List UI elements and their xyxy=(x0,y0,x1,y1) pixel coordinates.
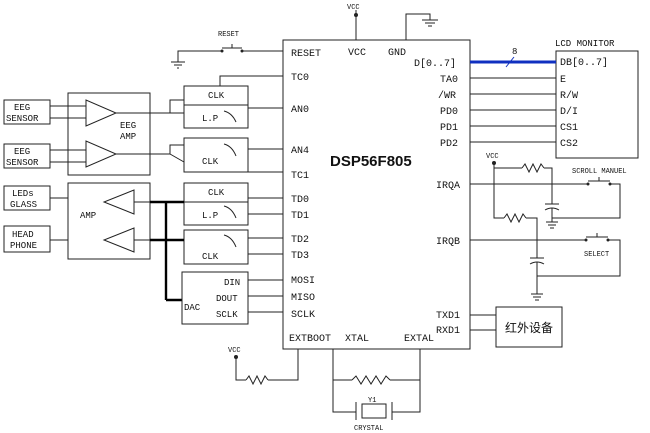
dac-pin-sclk: SCLK xyxy=(216,310,238,320)
reset-button xyxy=(171,44,283,69)
filter-4-clk: CLK xyxy=(202,252,219,262)
irq-circuit xyxy=(470,161,621,301)
uart-wires xyxy=(470,314,496,331)
vcc-irq-label: VCC xyxy=(486,153,499,161)
pin-d0-7: D[0..7] xyxy=(414,58,456,70)
bus-width-label: 8 xyxy=(512,47,517,57)
eeg-sensor-2-line1: EEG xyxy=(14,147,30,157)
lcd-pin-e: E xyxy=(560,75,566,86)
thick-signal-lines xyxy=(150,200,184,302)
extboot-pullup xyxy=(234,349,299,386)
lcd-pin-rw: R/W xyxy=(560,90,578,102)
chip-body xyxy=(282,39,471,350)
lcd-pin-cs2: CS2 xyxy=(560,139,578,150)
eeg-wires xyxy=(50,99,185,163)
dac-box xyxy=(181,271,249,325)
pin-an0: AN0 xyxy=(291,105,309,116)
crystal-name: CRYSTAL xyxy=(354,425,383,433)
infrared-device-box xyxy=(495,306,563,348)
head-phone xyxy=(3,225,51,253)
pin-td2: TD2 xyxy=(291,235,309,246)
reset-button-label: RESET xyxy=(218,31,239,39)
pin-sclk: SCLK xyxy=(291,310,315,321)
data-bus xyxy=(470,56,556,68)
eeg-sensor-1-line2: SENSOR xyxy=(6,114,39,124)
dac-wires xyxy=(248,279,283,313)
eeg-amp-label-1: EEG xyxy=(120,121,136,131)
pin-pd1: PD1 xyxy=(440,123,458,134)
gnd-top-symbol xyxy=(405,13,438,40)
amp-label: AMP xyxy=(80,211,96,221)
crystal-ref: Y1 xyxy=(368,397,376,405)
filter-3-lp: L.P xyxy=(202,211,218,221)
filter-block-1 xyxy=(183,85,249,129)
vcc-extboot-label: VCC xyxy=(228,347,241,355)
lcd-title: LCD MONITOR xyxy=(555,39,615,49)
filter-1-lp: L.P xyxy=(202,114,218,124)
eeg-sensor-2 xyxy=(3,143,51,169)
eeg-amp-box xyxy=(67,92,151,176)
scroll-button-label: SCROLL MANUEL xyxy=(572,168,627,176)
pin-an4: AN4 xyxy=(291,146,309,157)
pin-xtal: XTAL xyxy=(345,334,369,345)
lcd-pin-di: D/I xyxy=(560,106,578,118)
head-phone-line1: HEAD xyxy=(12,230,34,240)
vcc-top-symbol xyxy=(354,10,358,40)
chip-name: DSP56F805 xyxy=(330,153,412,170)
pin-td3: TD3 xyxy=(291,251,309,262)
lcd-control-wires xyxy=(470,77,556,143)
pin-rxd1: RXD1 xyxy=(436,326,460,337)
dac-pin-din: DIN xyxy=(224,278,240,288)
filter-1-clk: CLK xyxy=(208,91,225,101)
lcd-pin-cs1: CS1 xyxy=(560,123,578,134)
pin-tc1: TC1 xyxy=(291,171,309,182)
pin-extal: EXTAL xyxy=(404,334,434,345)
eeg-amp-triangle-1 xyxy=(85,99,118,127)
pin-tc0: TC0 xyxy=(291,73,309,84)
crystal-circuit xyxy=(332,349,421,420)
pin-miso: MISO xyxy=(291,293,315,304)
filter-3-clk: CLK xyxy=(208,188,225,198)
pin-td1: TD1 xyxy=(291,211,309,222)
vcc-top-label: VCC xyxy=(347,4,360,12)
filter-2-clk: CLK xyxy=(202,157,219,167)
pin-pd2: PD2 xyxy=(440,139,458,150)
pin-mosi: MOSI xyxy=(291,276,315,287)
eeg-amp-label-2: AMP xyxy=(120,132,136,142)
pin-td0: TD0 xyxy=(291,195,309,206)
filter-block-4 xyxy=(183,229,249,265)
eeg-sensor-1-line1: EEG xyxy=(14,103,30,113)
dac-pin-dout: DOUT xyxy=(216,294,238,304)
dac-label: DAC xyxy=(184,303,201,313)
head-phone-line2: PHONE xyxy=(10,241,37,251)
pin-extboot: EXTBOOT xyxy=(289,334,331,345)
leds-glass xyxy=(3,185,51,211)
lcd-monitor-box xyxy=(555,50,639,159)
pin-irqb: IRQB xyxy=(436,237,460,248)
filter-block-3 xyxy=(183,182,249,226)
lcd-pin-db: DB[0..7] xyxy=(560,57,608,69)
select-button-label: SELECT xyxy=(584,251,609,259)
pin-wr: /WR xyxy=(438,90,456,102)
filter-to-chip-wires xyxy=(219,75,283,255)
eeg-sensor-1 xyxy=(3,99,51,125)
pin-txd1: TXD1 xyxy=(436,311,460,322)
pin-vcc-top: VCC xyxy=(348,48,366,59)
leds-glass-line1: LEDs xyxy=(12,189,34,199)
pin-reset: RESET xyxy=(291,49,321,60)
amp-box xyxy=(67,182,151,260)
infrared-device-label: 红外设备 xyxy=(505,320,553,335)
eeg-amp-triangle-2 xyxy=(85,140,118,168)
pin-irqa: IRQA xyxy=(436,181,460,192)
pin-pd0: PD0 xyxy=(440,107,458,118)
pin-ta0: TA0 xyxy=(440,75,458,86)
eeg-sensor-2-line2: SENSOR xyxy=(6,158,39,168)
pin-gnd: GND xyxy=(388,48,406,59)
filter-block-2 xyxy=(183,137,249,173)
leds-glass-line2: GLASS xyxy=(10,200,37,210)
